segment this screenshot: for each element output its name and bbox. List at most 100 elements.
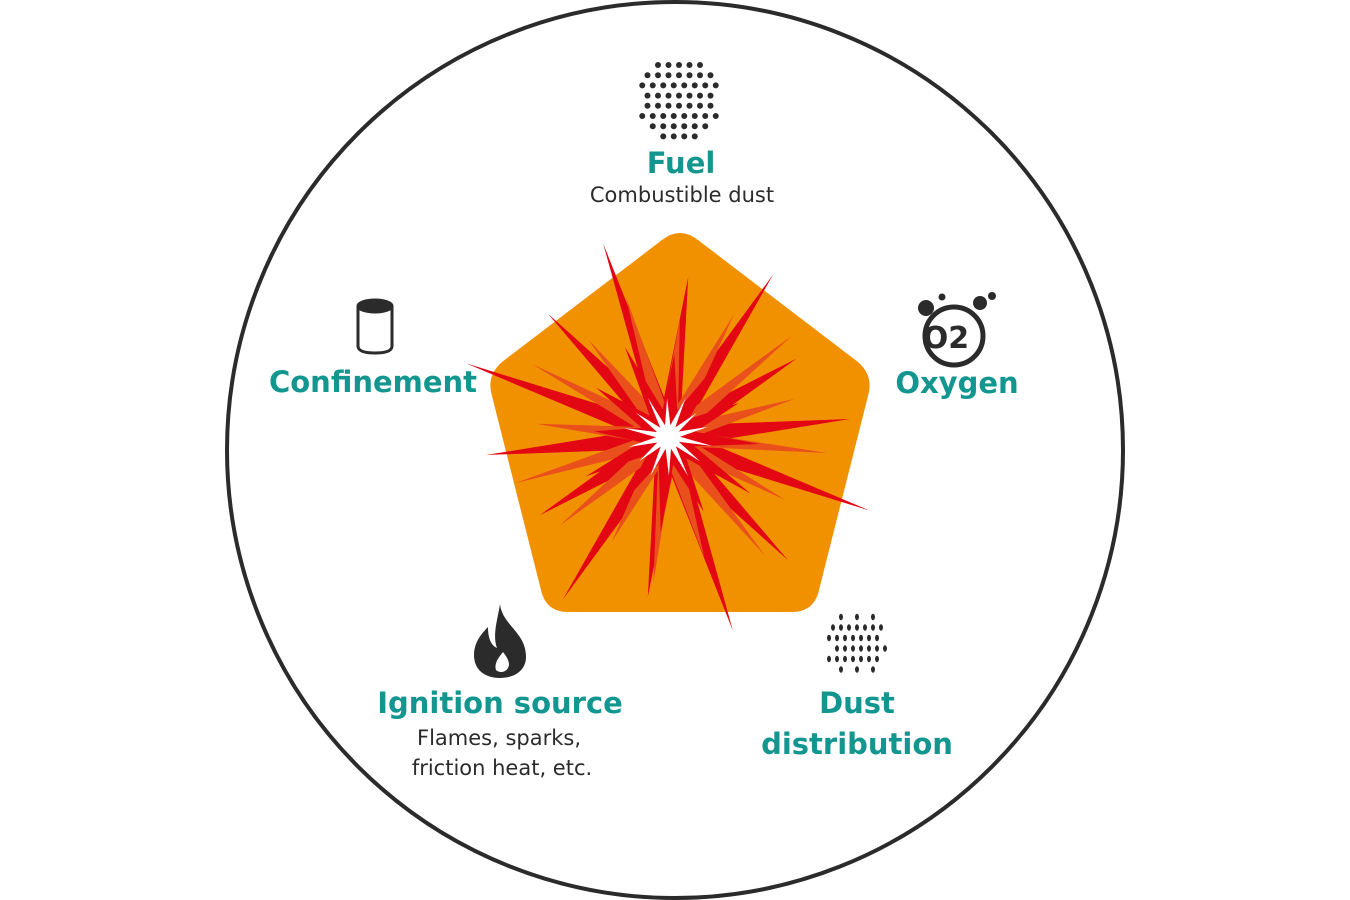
dust-dot: [851, 655, 855, 663]
oxygen-title: Oxygen: [895, 366, 1019, 400]
dust-dot: [879, 624, 883, 631]
dust-dot: [639, 82, 646, 89]
dust-dot: [660, 82, 667, 89]
dust-dot: [660, 123, 667, 130]
dust-dot: [835, 655, 839, 663]
dust-dot: [660, 133, 667, 140]
ignition-title: Ignition source: [377, 686, 623, 720]
dust-dot: [644, 102, 651, 109]
dust-dot: [665, 92, 672, 99]
dust-dot: [855, 666, 859, 673]
dust-dot: [843, 634, 847, 642]
dispersion-title-2: distribution: [761, 727, 953, 761]
dust-dot: [655, 92, 661, 99]
dust-dot: [681, 123, 688, 130]
dust-dot: [686, 102, 693, 109]
dust-dot: [681, 133, 688, 140]
dust-dot: [676, 72, 682, 79]
dust-dot: [670, 82, 677, 89]
dust-dot: [835, 645, 839, 652]
dust-dot: [875, 645, 879, 652]
dust-dot: [681, 82, 688, 89]
dust-dot: [655, 102, 661, 109]
dust-dot: [686, 72, 693, 79]
ignition-subtitle-1: Flames, sparks,: [416, 726, 582, 750]
dust-dot: [859, 645, 863, 652]
explosion-icon: [466, 243, 870, 631]
dust-dot: [839, 624, 843, 631]
dispersion-title-1: Dust: [819, 686, 895, 720]
dust-dot: [851, 634, 855, 642]
dust-dot: [707, 72, 714, 79]
dust-dot: [851, 645, 855, 652]
dust-dot: [847, 624, 851, 631]
dust-dot: [835, 634, 839, 642]
dust-dot: [712, 113, 719, 119]
dust-dot: [712, 82, 719, 89]
dust-dot: [665, 62, 672, 68]
dust-dot: [831, 624, 835, 631]
confinement-title: Confinement: [268, 365, 478, 399]
dust-dot: [660, 113, 667, 119]
dust-dot: [681, 113, 688, 119]
dust-dot: [855, 613, 859, 621]
dust-dot: [649, 82, 656, 89]
dust-dot: [665, 102, 672, 109]
dust-dot: [839, 613, 843, 621]
dust-dot: [691, 113, 698, 119]
dust-dot: [702, 123, 709, 130]
dust-dot: [691, 133, 698, 140]
dust-dot: [665, 72, 672, 79]
dust-dot: [676, 92, 682, 99]
dust-dot: [649, 113, 656, 119]
dust-dot: [691, 123, 698, 130]
dust-dot: [686, 62, 693, 68]
dust-dot: [863, 624, 867, 631]
fuel-title: Fuel: [646, 146, 716, 180]
dust-dot: [843, 645, 847, 652]
dust-dot: [859, 634, 863, 642]
dust-dot: [691, 82, 698, 89]
dust-dot: [867, 645, 871, 652]
dust-dot: [697, 62, 703, 68]
dust-cloud-icon: [639, 62, 719, 140]
fuel-subtitle: Combustible dust: [589, 183, 775, 207]
dust-dot: [883, 645, 887, 652]
dust-dot: [655, 62, 661, 68]
dust-dot: [827, 655, 831, 663]
dust-dot: [875, 634, 879, 642]
o2-icon: O2: [918, 292, 996, 368]
dust-dot: [855, 624, 859, 631]
dust-dot: [875, 655, 879, 663]
explosion-spikes: [623, 398, 713, 476]
dust-dot: [655, 72, 661, 79]
dust-dot: [827, 634, 831, 642]
dust-dot: [686, 92, 693, 99]
dispersed-dust-icon: [827, 613, 887, 673]
dust-dot: [670, 123, 677, 130]
dust-dot: [839, 666, 843, 673]
dust-dot: [670, 133, 677, 140]
dust-dot: [639, 113, 646, 119]
dust-dot: [697, 102, 703, 109]
dust-dot: [707, 92, 714, 99]
dust-dot: [697, 72, 703, 79]
dust-dot: [859, 655, 863, 663]
dust-dot: [670, 113, 677, 119]
dust-dot: [871, 666, 875, 673]
cylinder-icon: [356, 298, 394, 355]
o2-text: O2: [923, 321, 969, 356]
dust-dot: [867, 655, 871, 663]
dust-dot: [843, 655, 847, 663]
dust-dot: [702, 82, 709, 89]
dust-dot: [676, 62, 682, 68]
dust-dot: [871, 624, 875, 631]
dust-dot: [676, 102, 682, 109]
dust-dot: [697, 92, 703, 99]
dust-dot: [707, 102, 714, 109]
dust-dot: [871, 613, 875, 621]
dust-dot: [644, 72, 651, 79]
dust-dot: [649, 123, 656, 130]
dust-dot: [702, 113, 709, 119]
